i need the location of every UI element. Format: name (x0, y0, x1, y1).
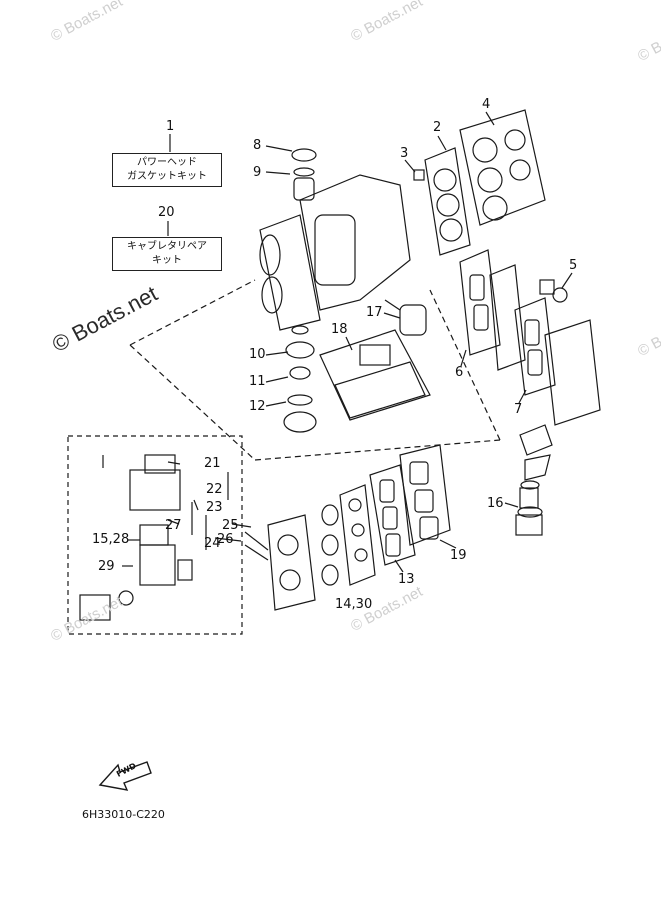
carburetor (79, 454, 193, 621)
callout-14-30[interactable]: 14,30 (335, 597, 373, 612)
kit-line: パワーヘッド (137, 157, 197, 168)
callout-2[interactable]: 2 (433, 120, 442, 135)
intake-manifold (267, 514, 316, 611)
kit-line: キャブレタリペア (127, 241, 207, 252)
fwd-arrow (98, 761, 152, 791)
reed-valve-19 (399, 444, 451, 546)
callout-24[interactable]: 24 (204, 536, 221, 551)
kit-line: ガスケットキット (127, 171, 207, 182)
callout-12[interactable]: 12 (249, 399, 266, 414)
exhaust-gasket-7 (514, 297, 556, 396)
callout-6[interactable]: 6 (455, 365, 464, 380)
base-gasket (319, 329, 431, 421)
thermostat-stack (515, 424, 553, 536)
callout-8[interactable]: 8 (253, 138, 262, 153)
diagram-code: 6H33010-C220 (82, 808, 165, 821)
callout-10[interactable]: 10 (249, 347, 266, 362)
head-gasket (424, 147, 471, 256)
callout-27[interactable]: 27 (165, 518, 182, 533)
callout-22[interactable]: 22 (206, 482, 223, 497)
callout-5[interactable]: 5 (569, 258, 578, 273)
callout-17[interactable]: 17 (366, 305, 383, 320)
callout-13[interactable]: 13 (398, 572, 415, 587)
callout-7[interactable]: 7 (514, 402, 523, 417)
callout-26[interactable]: 26 (217, 532, 234, 547)
callout-15-28[interactable]: 15,28 (92, 532, 130, 547)
callout-9[interactable]: 9 (253, 165, 262, 180)
callout-3[interactable]: 3 (400, 146, 409, 161)
callout-1[interactable]: 1 (166, 119, 175, 134)
power-head-gasket-kit-label: パワーヘッド ガスケットキット (112, 153, 222, 187)
cylinder-block (259, 174, 411, 331)
callout-29[interactable]: 29 (98, 559, 115, 574)
reed-gasket-13 (369, 464, 416, 566)
exhaust-gasket-6 (459, 249, 501, 356)
callout-4[interactable]: 4 (482, 97, 491, 112)
callout-23[interactable]: 23 (206, 500, 223, 515)
callout-18[interactable]: 18 (331, 322, 348, 337)
callout-19[interactable]: 19 (450, 548, 467, 563)
callout-16[interactable]: 16 (487, 496, 504, 511)
reed-valve-plate (339, 484, 376, 586)
kit-line: キット (152, 255, 182, 266)
callout-21[interactable]: 21 (204, 456, 221, 471)
carburetor-repair-kit-label: キャブレタリペア キット (112, 237, 222, 271)
cylinder-head (459, 109, 546, 226)
callout-25[interactable]: 25 (222, 518, 239, 533)
callout-20[interactable]: 20 (158, 205, 175, 220)
callout-11[interactable]: 11 (249, 374, 266, 389)
